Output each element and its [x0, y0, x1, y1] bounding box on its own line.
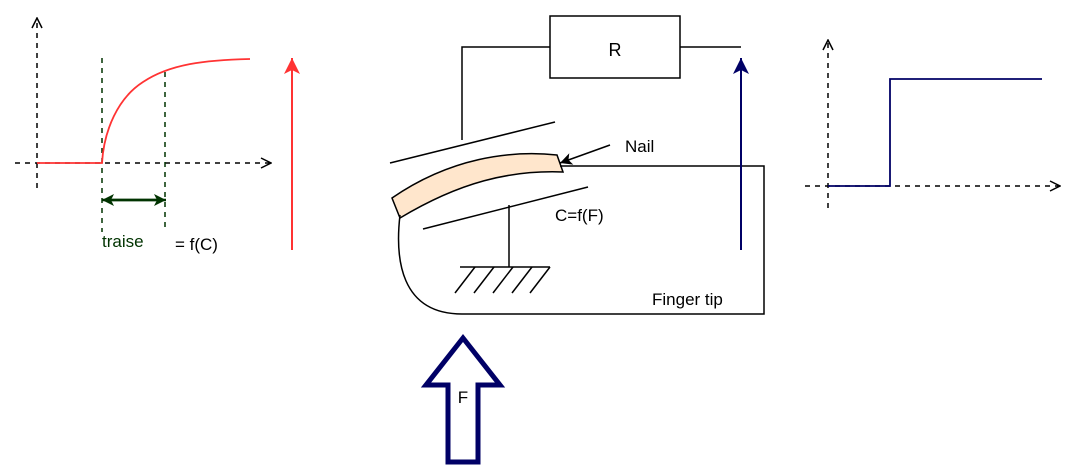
nail-sensor: R Nail C=f(F) Finger tip F — [389, 15, 765, 465]
force-label: F — [458, 388, 468, 407]
traise-label: traise — [102, 232, 144, 251]
resistor-label: R — [609, 40, 622, 60]
nail-label: Nail — [625, 137, 654, 156]
rise-time-graph: traise = f(C) — [15, 18, 300, 254]
upper-plate — [389, 121, 556, 164]
resistor-box — [549, 15, 681, 79]
step-signal — [828, 78, 1042, 187]
capacitance-label: C=f(F) — [555, 206, 604, 225]
nail-pointer-arrow — [559, 144, 611, 165]
finger-tip-label: Finger tip — [652, 290, 723, 309]
force-arrow — [420, 333, 506, 465]
finger-tip-outline — [397, 165, 765, 315]
left-wire — [461, 46, 550, 140]
traise-function-label: = f(C) — [175, 235, 218, 254]
step-response-graph — [805, 40, 1060, 208]
rc-charge-curve — [37, 58, 251, 164]
ground-symbol — [454, 266, 551, 294]
lower-plate — [422, 186, 589, 230]
nail-shape — [391, 152, 565, 220]
